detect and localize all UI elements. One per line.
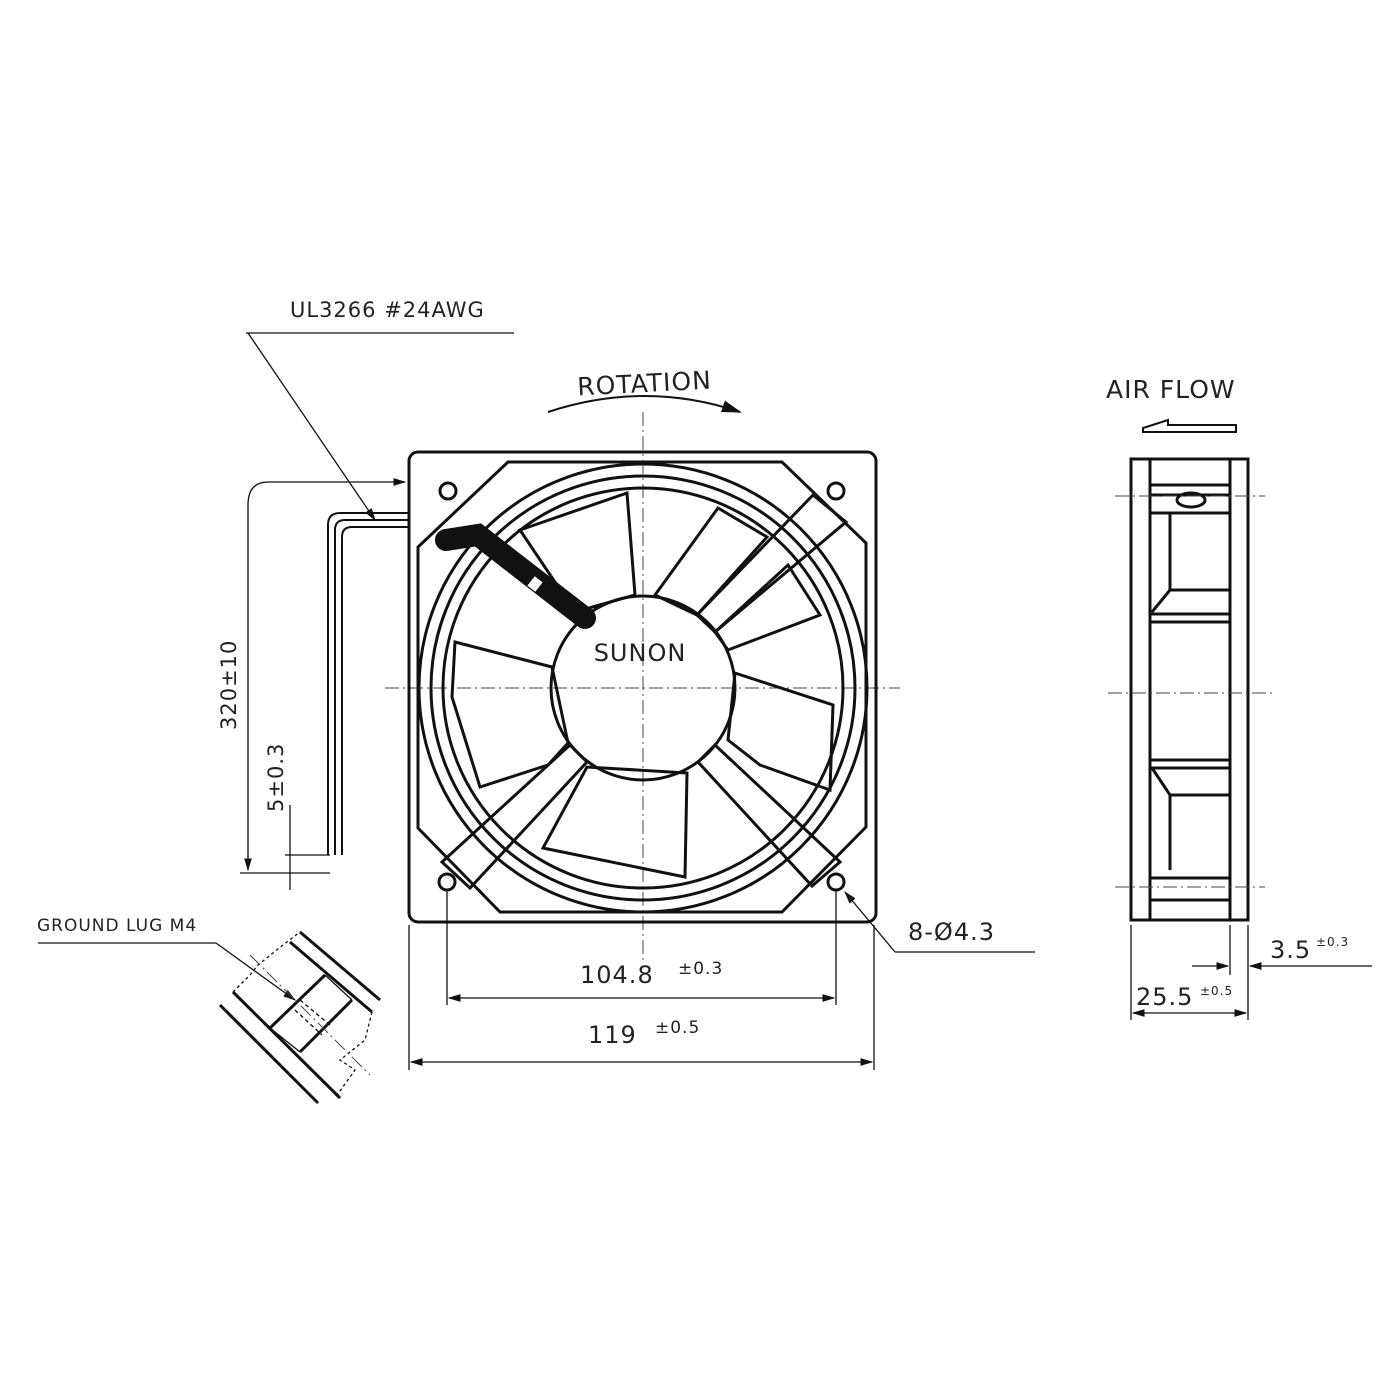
- hole-pitch-tolerance: ±0.3: [678, 959, 723, 979]
- hub: [549, 594, 737, 782]
- wire-spec-label: UL3266 #24AWG: [290, 298, 485, 322]
- mount-hole: [826, 481, 846, 501]
- outer-ring: [417, 462, 869, 914]
- side-mount-hole: [1175, 491, 1207, 509]
- side-view: [1108, 457, 1275, 922]
- ground-lug-label: GROUND LUG M4: [37, 916, 197, 936]
- mount-hole-leader: [844, 891, 896, 953]
- frame-width-tolerance: ±0.5: [655, 1018, 700, 1038]
- side-frame: [1129, 457, 1250, 922]
- spoke-top-right: [694, 492, 849, 635]
- depth-label: 25.5: [1136, 983, 1193, 1011]
- air-flow-arrow: [1142, 418, 1237, 433]
- strip-length-label: 5±0.3: [264, 743, 288, 812]
- flange-label: 3.5: [1270, 936, 1311, 964]
- spoke-bottom-left: [439, 742, 590, 891]
- inner-ring: [441, 486, 845, 890]
- brand-label: SUNON: [594, 639, 687, 667]
- air-flow-label: AIR FLOW: [1106, 375, 1236, 404]
- blade: [450, 640, 570, 789]
- frame-width-label: 119: [588, 1021, 637, 1049]
- middle-ring: [429, 474, 857, 902]
- mount-hole: [438, 481, 458, 501]
- mount-hole: [826, 872, 846, 892]
- rotation-arrow: [547, 395, 742, 413]
- frame-shroud: [416, 460, 868, 914]
- lead-wire: [435, 523, 596, 629]
- wire-clip: [527, 576, 543, 592]
- leader-line: [247, 332, 376, 522]
- ground-lug-leader: [215, 942, 297, 1001]
- ground-lug-detail: [218, 930, 381, 1105]
- blade: [726, 670, 835, 793]
- front-view: SUNON: [385, 412, 900, 960]
- mount-hole: [437, 872, 457, 892]
- flange-tolerance: ±0.3: [1316, 935, 1349, 949]
- depth-tolerance: ±0.5: [1200, 984, 1233, 998]
- lead-length-label: 320±10: [217, 640, 241, 730]
- lead-wires: [327, 512, 408, 855]
- mount-holes-label: 8-Ø4.3: [908, 918, 995, 946]
- spoke-bottom-right: [695, 742, 843, 889]
- fan-frame: [407, 450, 878, 924]
- lead-length-dimension: [244, 478, 407, 872]
- blade: [540, 765, 689, 879]
- hole-pitch-label: 104.8: [580, 961, 654, 989]
